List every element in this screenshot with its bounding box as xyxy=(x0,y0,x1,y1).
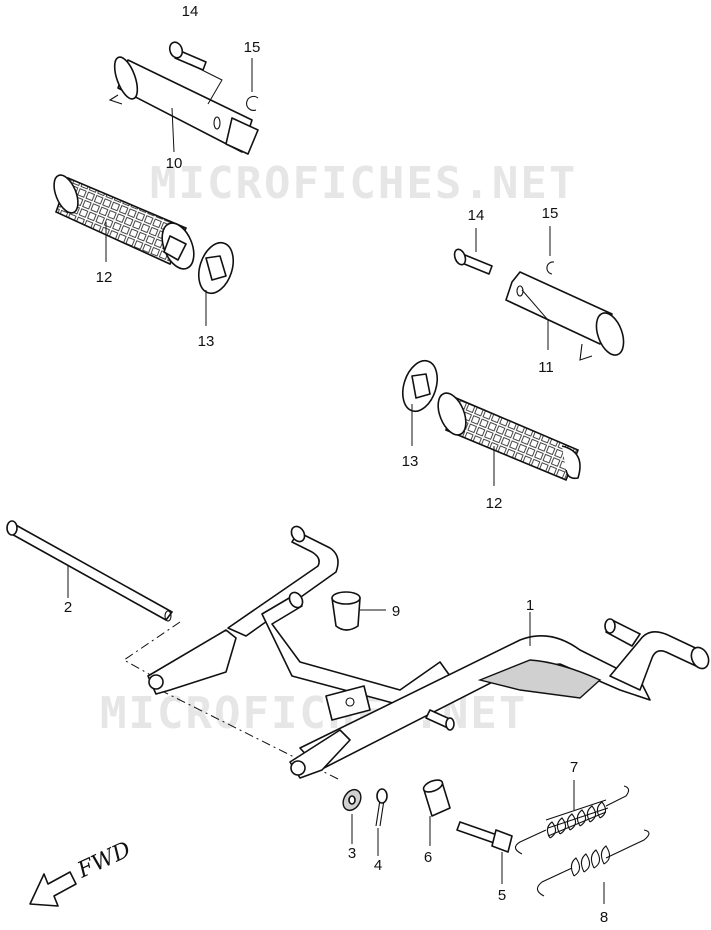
pin-bolt-right xyxy=(453,248,493,275)
stand-bolt xyxy=(456,821,513,853)
pin-bolt-top xyxy=(168,41,207,71)
callout-6: 6 xyxy=(424,849,432,866)
retaining-clip-right xyxy=(546,261,555,275)
retaining-clip-top xyxy=(246,95,259,111)
center-stand-shaft xyxy=(6,520,173,622)
dash-line-2 xyxy=(159,689,341,781)
footrest-bracket-left xyxy=(108,56,259,155)
forward-arrow-icon xyxy=(29,871,77,907)
callout-11: 11 xyxy=(538,359,554,376)
callout-2: 2 xyxy=(64,599,72,616)
leader-14-top xyxy=(189,63,223,105)
footrest-rubber-left xyxy=(53,174,195,270)
stopper-rubber xyxy=(331,591,361,631)
callout-14-right: 14 xyxy=(468,207,485,224)
callout-10: 10 xyxy=(166,155,183,172)
callout-15-right: 15 xyxy=(542,205,559,222)
callout-14-top: 14 xyxy=(182,3,199,20)
dash-line-1 xyxy=(123,621,181,679)
callout-3: 3 xyxy=(348,845,356,862)
center-stand-frame xyxy=(147,525,710,779)
leader-10 xyxy=(171,107,175,153)
collar xyxy=(422,779,451,817)
footrest-bracket-right xyxy=(505,271,625,361)
callout-1: 1 xyxy=(526,597,534,614)
callout-13-top: 13 xyxy=(198,333,215,350)
washer-plate-left xyxy=(197,241,235,295)
callout-15-top: 15 xyxy=(244,39,261,56)
callout-7: 7 xyxy=(570,759,578,776)
cotter-pin xyxy=(375,788,388,827)
return-spring-8 xyxy=(536,829,650,897)
watermark-top: MICROFICHES.NET xyxy=(150,158,577,209)
callout-8: 8 xyxy=(600,909,608,926)
callout-12-top: 12 xyxy=(96,269,113,286)
leader-11 xyxy=(521,289,549,350)
washer xyxy=(342,788,362,812)
callout-4: 4 xyxy=(374,857,382,874)
fwd-label: FWD xyxy=(73,837,135,884)
callout-9: 9 xyxy=(392,603,400,620)
callout-12-bottom: 12 xyxy=(486,495,503,512)
callout-13-bottom: 13 xyxy=(402,453,419,470)
washer-plate-right xyxy=(401,359,439,413)
return-spring-7 xyxy=(514,785,630,855)
callout-5: 5 xyxy=(498,887,506,904)
footrest-rubber-right xyxy=(437,392,581,482)
